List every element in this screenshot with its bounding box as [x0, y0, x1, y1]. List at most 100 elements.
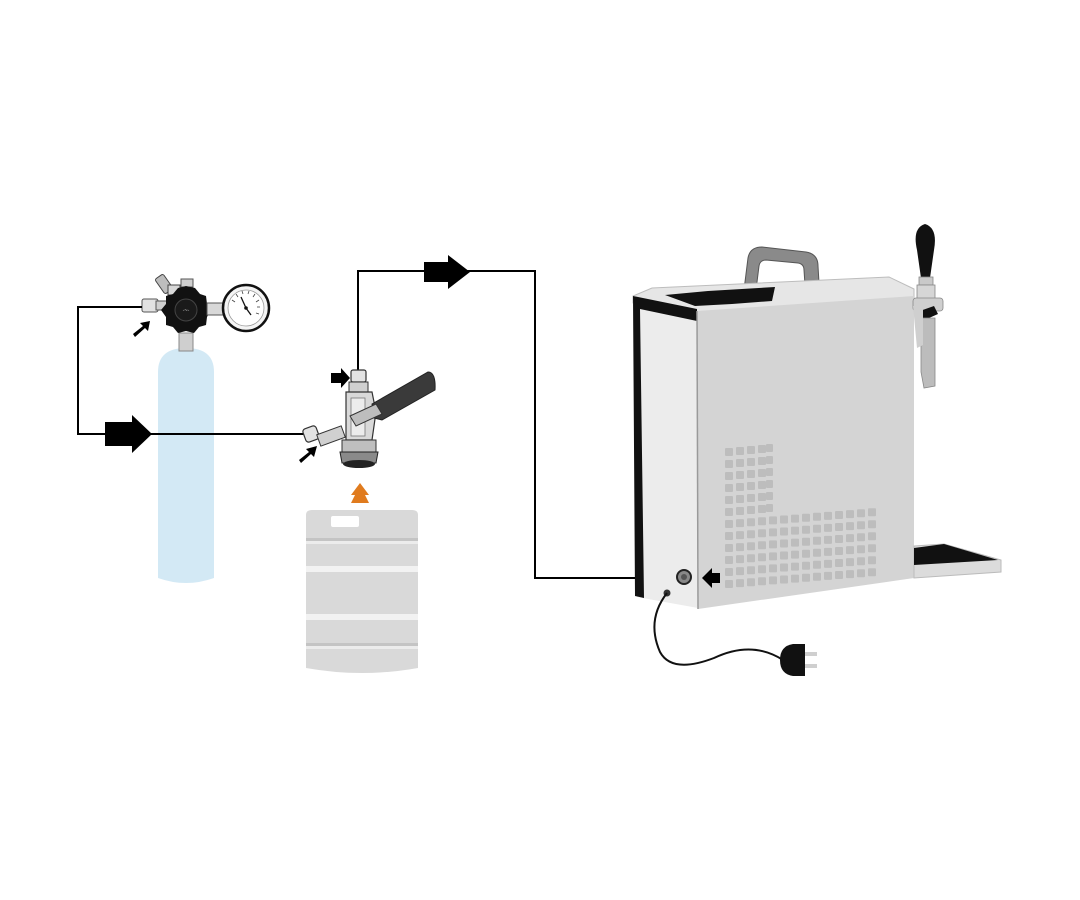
keg-to-coupler-arrow-icon — [351, 483, 369, 503]
vent-slot — [802, 537, 810, 546]
vent-slot — [736, 567, 744, 576]
cooler-ventilation-grid — [725, 444, 876, 588]
vent-slot — [868, 508, 876, 517]
power-plug-icon — [780, 644, 817, 676]
vent-slot — [857, 509, 865, 518]
vent-slot — [725, 544, 733, 552]
pressure-regulator: ·~· — [141, 274, 271, 333]
vent-slot — [813, 548, 821, 557]
vent-slot — [835, 571, 843, 579]
vent-slot — [747, 518, 755, 527]
power-cable — [653, 592, 784, 666]
co2-cylinder — [158, 332, 214, 583]
vent-slot — [736, 543, 744, 552]
vent-slot — [824, 559, 832, 568]
vent-slot — [802, 525, 810, 534]
vent-slot — [835, 547, 843, 555]
vent-slot — [857, 521, 865, 530]
vent-slot — [791, 550, 799, 559]
beer-line — [357, 270, 678, 579]
vent-slot — [868, 532, 876, 541]
cooler-front-panel — [633, 300, 698, 608]
vent-slot — [802, 561, 810, 570]
vent-slot — [835, 523, 843, 531]
vent-slot — [780, 515, 788, 524]
keg-coupler — [302, 369, 436, 468]
vent-slot — [835, 559, 843, 567]
vent-slot — [868, 544, 876, 553]
vent-slot — [758, 541, 766, 550]
vent-slot — [780, 551, 788, 560]
vent-slot — [747, 530, 755, 539]
beer-cooler — [632, 224, 1002, 610]
vent-slot — [769, 516, 777, 525]
vent-slot — [791, 526, 799, 535]
vent-slot — [747, 542, 755, 551]
gas-flow-arrow-icon — [105, 415, 152, 453]
vent-slot — [868, 568, 876, 577]
vent-slot — [868, 556, 876, 565]
svg-text:·~·: ·~· — [182, 308, 190, 314]
gauge-needle — [240, 296, 247, 309]
vent-slot — [824, 523, 832, 532]
vent-slot — [769, 552, 777, 561]
vent-slot — [725, 568, 733, 576]
vent-slot — [736, 579, 744, 588]
beer-flow-arrow-icon — [424, 255, 470, 289]
vent-slot — [780, 527, 788, 536]
regulator-knob-icon: ·~· — [161, 286, 211, 333]
vent-slot — [824, 571, 832, 580]
vent-slot — [747, 566, 755, 575]
vent-slot — [769, 564, 777, 573]
vent-slot — [846, 570, 854, 579]
vent-slot — [736, 519, 744, 528]
vent-slot — [736, 531, 744, 540]
cylinder-body — [158, 348, 214, 583]
vent-slot — [802, 549, 810, 558]
vent-slot — [769, 576, 777, 585]
vent-slot — [747, 554, 755, 563]
vent-slot — [813, 524, 821, 533]
vent-slot — [802, 513, 810, 522]
vent-slot — [846, 546, 854, 555]
vent-slot — [791, 538, 799, 547]
vent-slot — [791, 562, 799, 571]
vent-slot — [725, 532, 733, 540]
keg-handle-slot — [331, 516, 359, 527]
vent-slot — [758, 517, 766, 526]
vent-slot — [780, 563, 788, 572]
vent-slot — [857, 545, 865, 554]
vent-slot — [835, 511, 843, 519]
vent-slot — [824, 535, 832, 544]
vent-slot — [769, 540, 777, 549]
vent-slot — [846, 558, 854, 567]
vent-slot — [758, 553, 766, 562]
pressure-gauge-icon — [221, 283, 271, 333]
vent-slot — [780, 575, 788, 584]
cylinder-valve-neck — [178, 332, 194, 352]
vent-slot — [857, 557, 865, 566]
vent-slot — [846, 534, 854, 543]
vent-slot — [758, 577, 766, 586]
coupler-inlet-arrow-icon — [299, 446, 317, 463]
vent-slot — [813, 560, 821, 569]
vent-slot — [846, 522, 854, 531]
vent-slot — [868, 520, 876, 529]
coupler-outlet-arrow-icon — [331, 368, 350, 388]
vent-slot — [791, 514, 799, 523]
vent-slot — [769, 528, 777, 537]
vent-slot — [824, 511, 832, 520]
vent-slot — [824, 547, 832, 556]
gas-line — [77, 306, 310, 435]
vent-slot — [835, 535, 843, 543]
vent-slot — [813, 536, 821, 545]
cooler-inlet-arrow-icon — [702, 568, 720, 588]
vent-slot — [802, 573, 810, 582]
vent-slot — [813, 572, 821, 581]
vent-slot — [857, 569, 865, 578]
drip-tray-icon — [913, 543, 1002, 579]
vent-slot — [857, 533, 865, 542]
beer-tap-icon — [912, 224, 944, 389]
vent-slot — [736, 555, 744, 564]
